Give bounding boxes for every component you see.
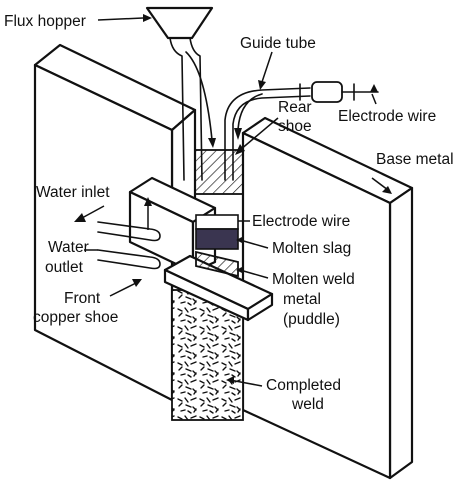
label-electrode-wire-mid: Electrode wire: [252, 213, 350, 230]
label-completed-weld-1: Completed: [266, 377, 341, 394]
label-front-shoe-2: copper shoe: [33, 309, 118, 326]
label-molten-weld-1: Molten weld: [272, 271, 355, 288]
label-electrode-wire-top: Electrode wire: [338, 108, 436, 125]
label-completed-weld-2: weld: [291, 396, 324, 413]
label-molten-weld-2: metal: [283, 291, 321, 308]
label-water-inlet: Water inlet: [36, 184, 110, 201]
label-guide-tube: Guide tube: [240, 35, 316, 52]
label-rear-shoe-1: Rear: [278, 99, 312, 116]
label-water-outlet-2: outlet: [45, 259, 84, 276]
label-base-metal: Base metal: [376, 151, 454, 168]
label-front-shoe-1: Front: [64, 290, 101, 307]
label-rear-shoe-2: shoe: [278, 118, 312, 135]
label-flux-hopper: Flux hopper: [4, 13, 86, 30]
label-water-outlet-1: Water: [48, 239, 89, 256]
molten-slag-layer: [196, 229, 238, 249]
weld-pool-stack: [196, 215, 238, 249]
label-molten-weld-3: (puddle): [283, 311, 340, 328]
label-molten-slag: Molten slag: [272, 240, 351, 257]
